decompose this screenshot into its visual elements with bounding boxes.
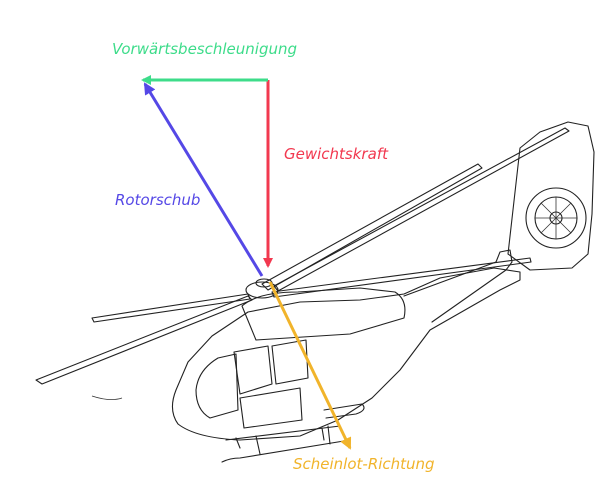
rotor-blade-right [261,163,483,291]
rotor-blade-left [35,295,253,385]
cabin-window-2 [271,339,309,385]
skid-tube [323,403,365,419]
cockpit-window [195,353,239,419]
rotor-blade-back [273,127,570,292]
gewichtskraft-label: Gewichtskraft [284,145,389,163]
rotor-blade-rear [91,293,251,323]
scheinlot-arrow [268,281,352,450]
tail-boom [403,249,513,323]
vorwaertsbeschleunigung-label: Vorwärtsbeschleunigung [112,40,297,58]
engine-cowling [241,287,406,341]
rotorschub-label: Rotorschub [115,191,200,209]
fenestron-hub [549,211,563,225]
rotor-hub [245,281,279,299]
fenestron-ring [525,187,587,249]
cabin-window-1 [233,345,273,395]
helicopter-drawing [35,121,595,463]
cabin-door [239,387,303,429]
tail-fin [507,121,595,271]
ground-shadow [91,395,123,400]
skid-front [221,425,351,463]
fenestron-blades [535,197,577,239]
scheinlot-richtung-label: Scheinlot-Richtung [293,455,435,473]
rotorschub-arrow [143,82,264,277]
skid-rear [225,425,341,449]
